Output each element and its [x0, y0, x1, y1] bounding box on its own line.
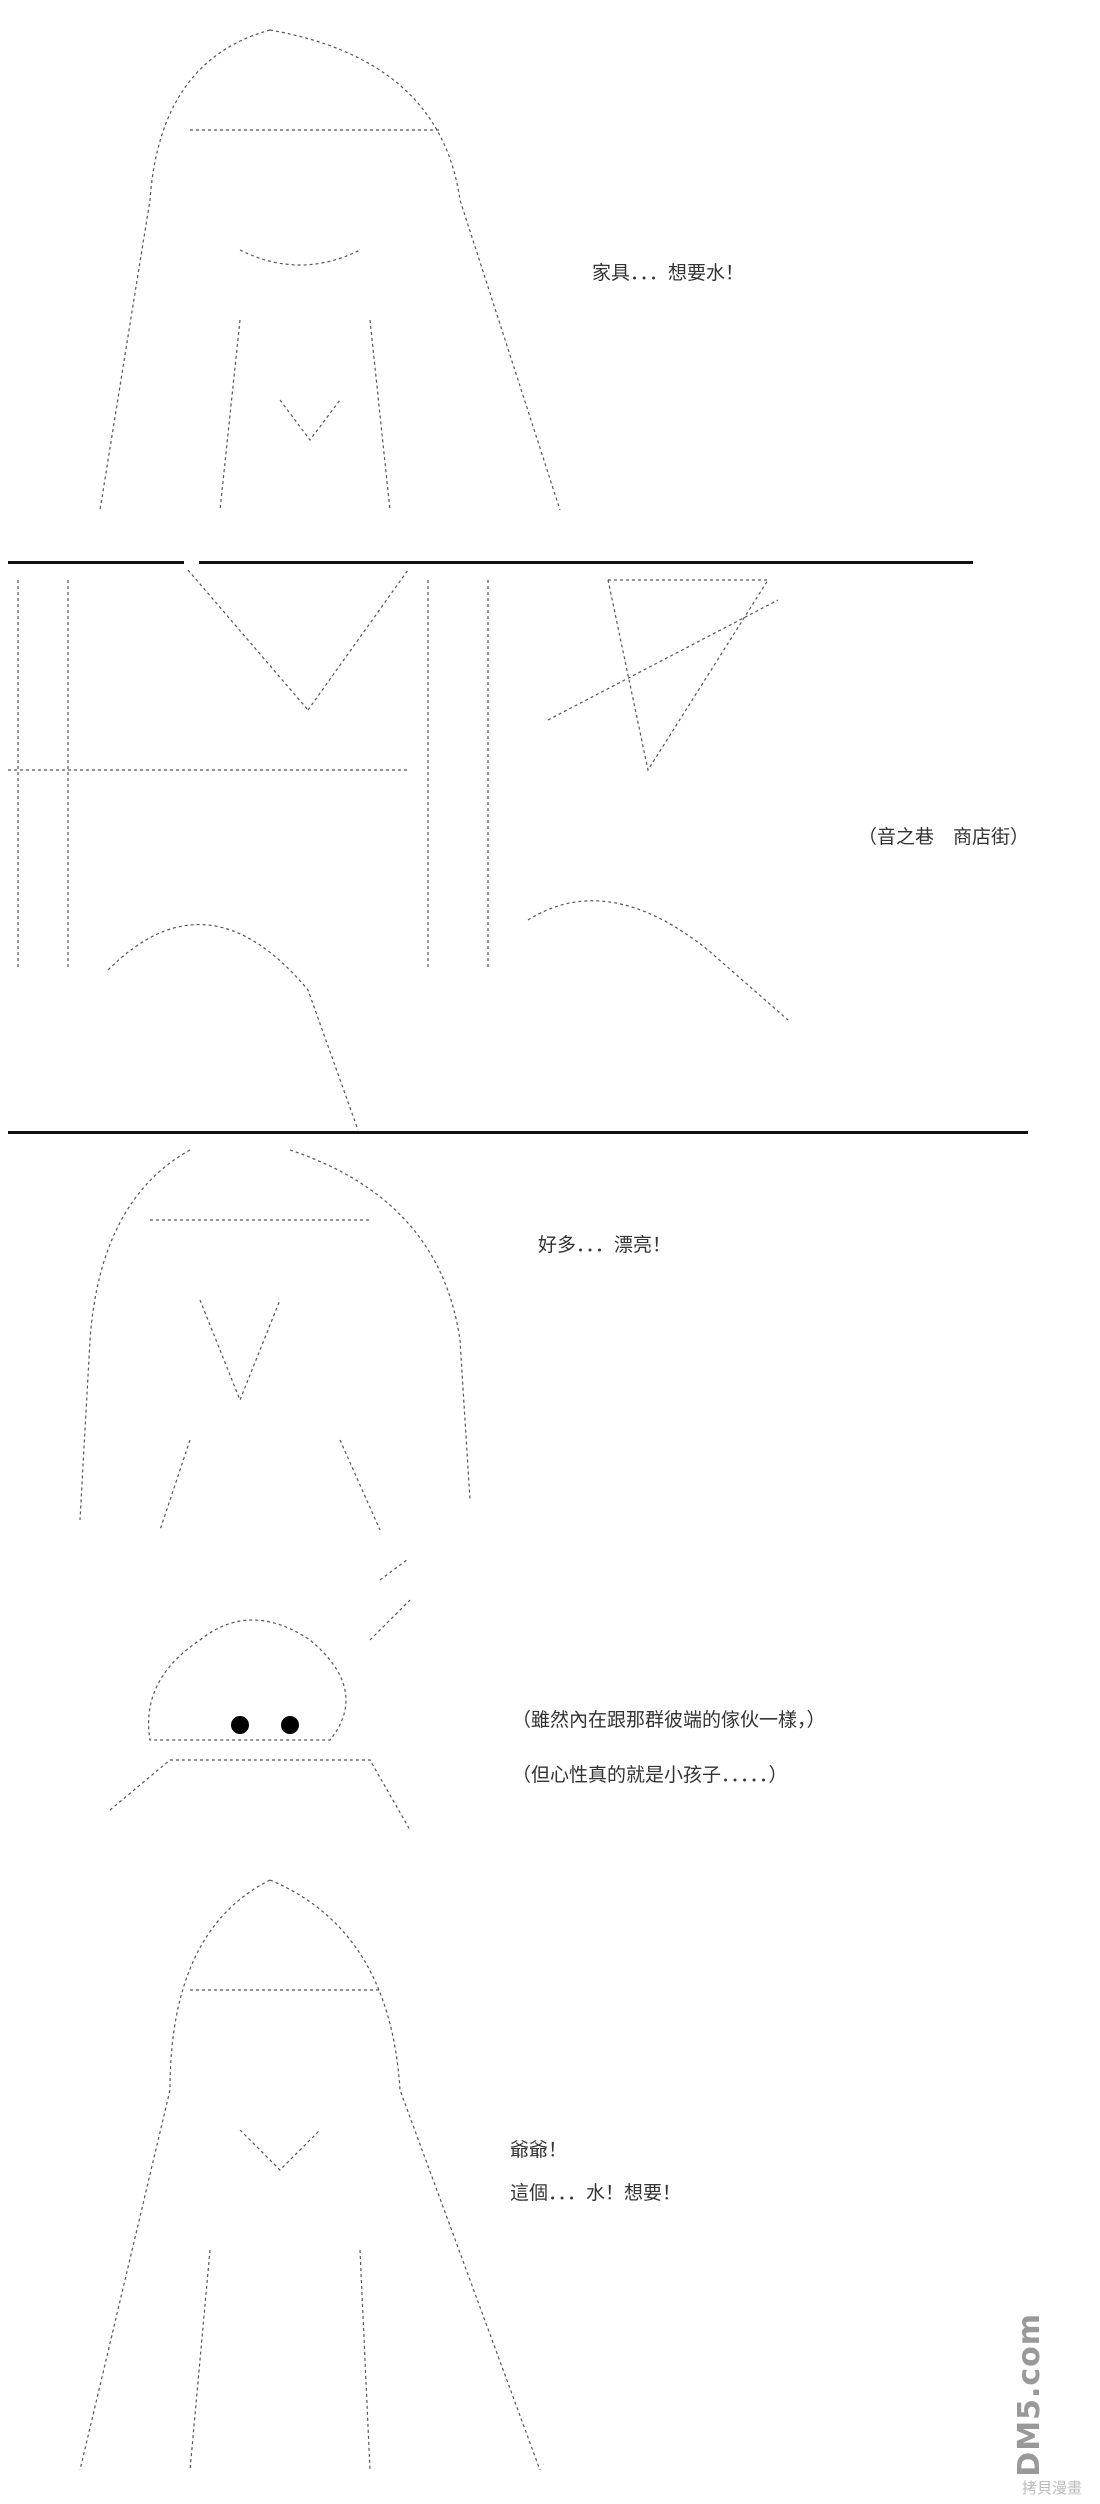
watermark-logo: DM5.com [1012, 2313, 1047, 2477]
eye-left-icon [231, 1716, 249, 1734]
ascii-art-girl-3 [79, 1879, 541, 2471]
dialogue-text: 爺爺！ [510, 2139, 568, 2161]
dialogue-text: 家具．．．想要水！ [592, 262, 745, 284]
watermark: DM5.com 拷貝漫畫 [1012, 2313, 1092, 2498]
panel-divider [8, 561, 184, 564]
watermark-caption: 拷貝漫畫 [1021, 2479, 1082, 2497]
eye-right-icon [281, 1716, 299, 1734]
ascii-art-creature [109, 1560, 411, 1831]
narration-text: （但心性真的就是小孩子．．．．．） [512, 1764, 788, 1786]
dialogue-text: 這個．．．水！想要！ [510, 2182, 682, 2204]
location-caption: （音之巷 商店街） [858, 826, 1030, 848]
dialogue-text: 好多．．．漂亮！ [538, 1234, 672, 1256]
ascii-art-shopping-street [8, 570, 789, 1130]
panel-divider [199, 561, 973, 564]
narration-text: （雖然內在跟那群彼端的傢伙一樣，） [512, 1709, 826, 1731]
ascii-art-girl-2 [79, 1149, 471, 1531]
panel-divider [8, 1131, 1028, 1134]
ascii-art-girl-1 [99, 29, 561, 511]
